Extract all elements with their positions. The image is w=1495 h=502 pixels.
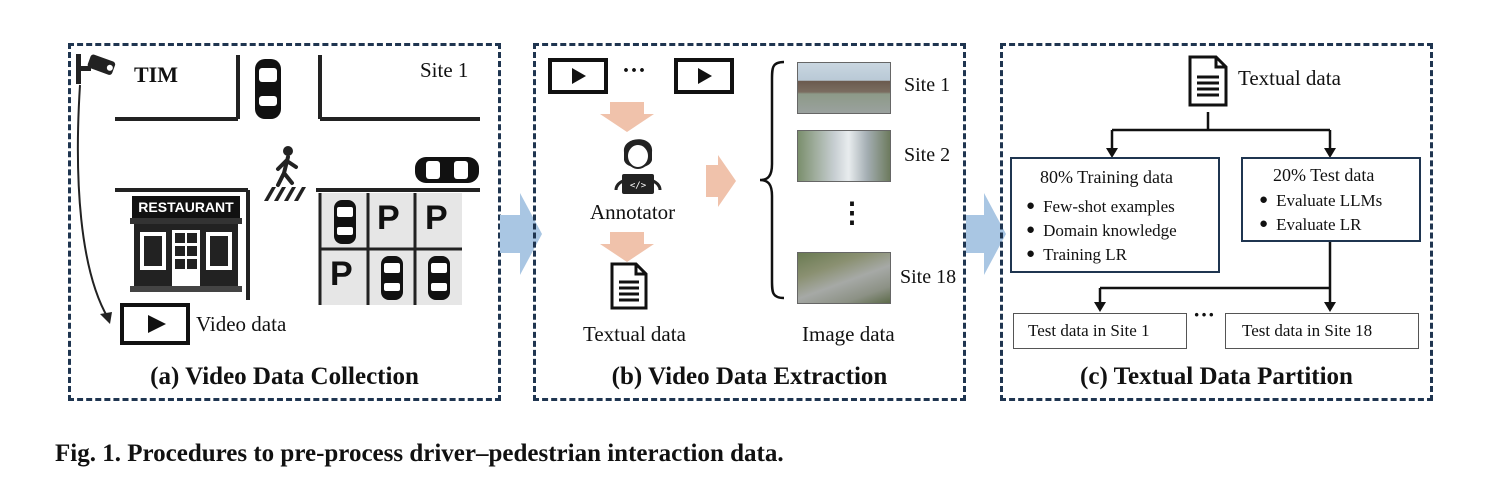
site-label: Site 1 [904,74,951,96]
car-icon [428,256,450,300]
peach-arrow-down-icon [600,102,654,132]
vertical-ellipsis: ⋮ [838,198,866,229]
training-item: Training LR [1026,245,1127,265]
test-site-18-label: Test data in Site 18 [1242,321,1373,340]
flow-arrow-icon [966,193,1006,275]
textual-data-label: Textual data [583,322,686,346]
car-icon [381,256,403,300]
training-item: Few-shot examples [1026,197,1175,217]
annotator-label: Annotator [590,200,676,224]
pedestrian-icon [264,146,306,201]
test-site-1-box: Test data in Site 1 [1013,313,1187,349]
parking-sign: P [377,199,400,237]
document-icon [1188,55,1228,107]
brace-icon [759,60,785,300]
tim-label: TIM [134,62,178,87]
test-site-18-box: Test data in Site 18 [1225,313,1419,349]
site-1-image [797,62,891,114]
site-label: Site 2 [904,144,951,166]
flow-arrow-icon [500,193,542,275]
video-data-label: Video data [196,312,287,336]
restaurant-building: RESTAURANT [130,196,242,292]
image-data-label: Image data [802,322,895,346]
site-label: Site 18 [900,266,957,288]
parking-grid [318,193,462,305]
peach-arrow-right-icon [706,155,736,207]
panel-c-title: (c) Textual Data Partition [1080,363,1353,390]
panel-textual-data-partition [1000,43,1433,401]
car-icon [415,157,479,183]
test-site-1-label: Test data in Site 1 [1028,321,1150,340]
test-item: Evaluate LLMs [1259,191,1382,211]
training-data-title: 80% Training data [1040,167,1173,187]
panel-b-title: (b) Video Data Extraction [611,363,888,390]
test-data-box: 20% Test data Evaluate LLMs Evaluate LR [1241,157,1421,242]
video-icon [120,303,190,345]
video-ellipsis: ··· [622,58,647,84]
camera-icon [76,54,116,84]
test-item: Evaluate LR [1259,215,1361,235]
parking-sign: P [330,255,353,293]
car-icon [255,59,281,119]
textual-data-label: Textual data [1238,66,1341,90]
panel-video-data-extraction [533,43,966,401]
panel-a-title: (a) Video Data Collection [150,363,419,390]
parking-sign: P [425,199,448,237]
svg-text:</>: </> [630,181,647,191]
panel-video-data-collection [68,43,501,401]
test-ellipsis: ··· [1193,302,1216,327]
test-data-title: 20% Test data [1273,165,1375,185]
figure-caption: Fig. 1. Procedures to pre-process driver… [55,440,784,467]
training-data-box: 80% Training data Few-shot examples Doma… [1010,157,1220,273]
site-1-label: Site 1 [420,58,469,82]
annotator-icon: </> [614,139,662,194]
video-icon [674,58,734,94]
video-icon [548,58,608,94]
document-icon [610,262,648,310]
peach-arrow-down-icon [600,232,654,262]
restaurant-facade [130,218,242,292]
site-18-image [797,252,891,304]
restaurant-sign: RESTAURANT [132,196,240,218]
training-item: Domain knowledge [1026,221,1177,241]
car-icon [334,200,356,244]
parking-lot: P P P [318,193,462,305]
site-2-image [797,130,891,182]
